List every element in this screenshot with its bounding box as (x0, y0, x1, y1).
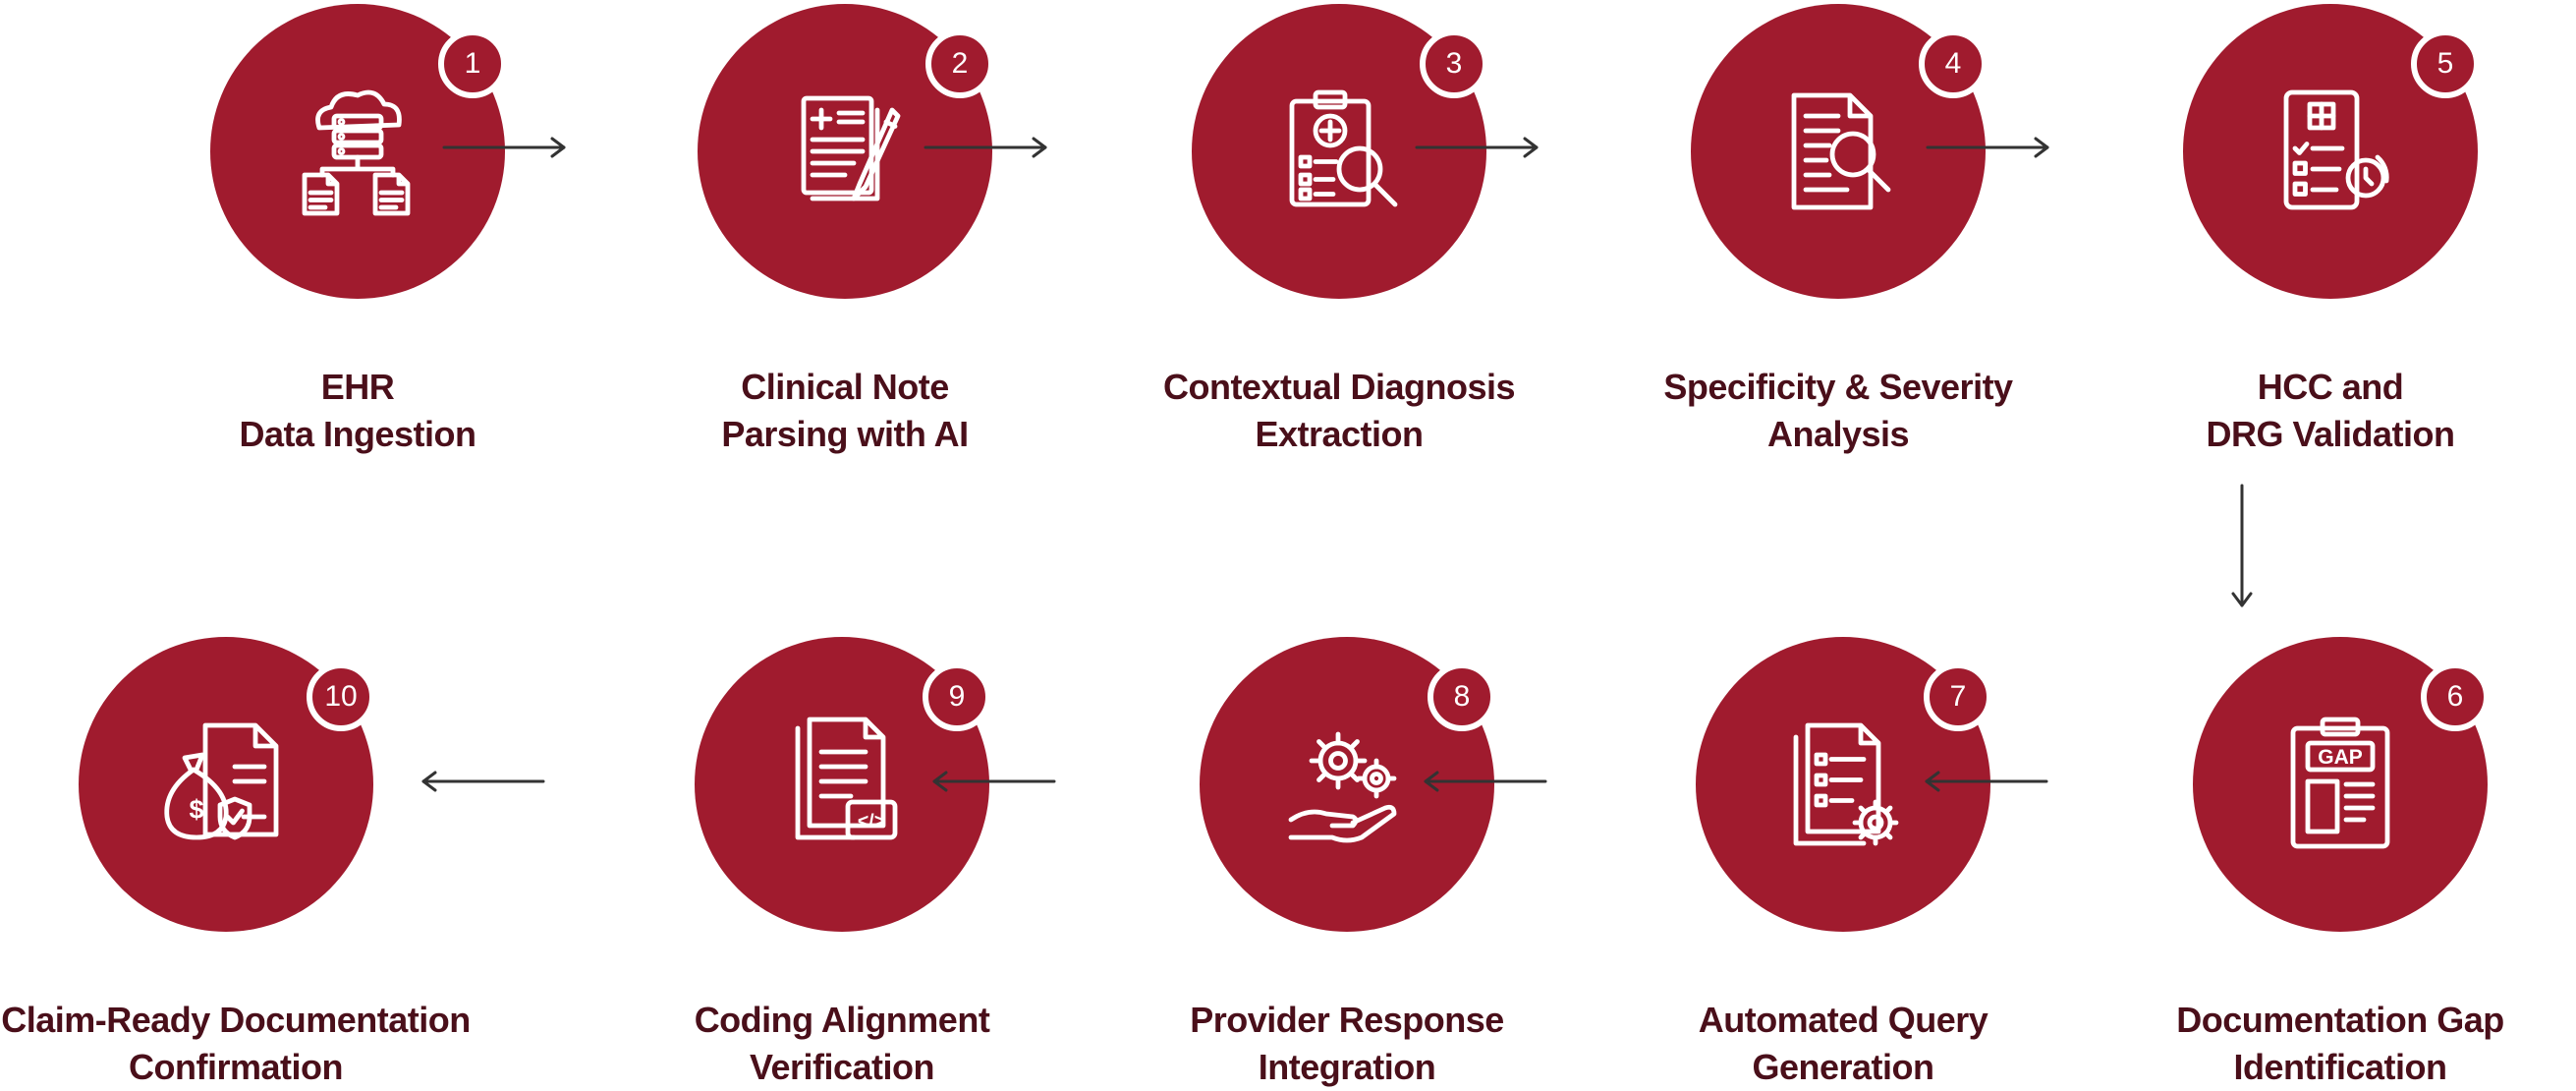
gap-text: GAP (2318, 746, 2363, 769)
step-number-badge: 3 (1420, 29, 1488, 98)
step-label-line: Specificity & Severity (1663, 367, 2013, 407)
step-label-line: Integration (1258, 1047, 1436, 1087)
money-bag-shield-document-icon: $ (164, 722, 279, 840)
arrow-left (1925, 771, 2048, 792)
gap-clipboard-icon: GAP (2290, 717, 2390, 849)
step-label-line: Confirmation (129, 1047, 343, 1087)
step-2: 2 Clinical Note Parsing with AI (609, 0, 1081, 454)
step-6: GAP 6 Documentation Gap Identification (2104, 0, 2576, 1087)
step-number-badge: 8 (1428, 662, 1496, 731)
step-5: 5 HCC and DRG Validation (2095, 0, 2566, 454)
process-flow-diagram: 1 EHR Data Ingestion 2 Clinical Note Par… (0, 0, 2504, 1087)
step-number-badge: 4 (1919, 29, 1988, 98)
step-label-line: DRG Validation (2206, 414, 2455, 454)
step-number-badge: 2 (925, 29, 994, 98)
step-number-badge: 5 (2411, 29, 2480, 98)
documents-gear-icon (1793, 722, 1899, 846)
step-label: Clinical Note Parsing with AI (609, 364, 1081, 458)
arrow-left (1424, 771, 1547, 792)
step-label: Contextual Diagnosis Extraction (1103, 364, 1575, 458)
arrow-right (442, 137, 566, 158)
step-label-line: HCC and (2257, 367, 2404, 407)
arrow-left (932, 771, 1056, 792)
step-label-line: Verification (749, 1047, 935, 1087)
step-label-line: Claim-Ready Documentation (1, 1000, 471, 1040)
step-10: $ 10 Claim-Ready Documentation Confirmat… (0, 0, 472, 1087)
step-number-badge: 1 (438, 29, 507, 98)
arrow-left (421, 771, 545, 792)
step-label-line: Identification (2233, 1047, 2448, 1087)
medical-notes-pen-icon (801, 95, 901, 201)
step-circle (1200, 637, 1494, 932)
step-number-badge: 6 (2421, 662, 2490, 731)
cloud-server-documents-icon (302, 89, 411, 216)
step-1: 1 EHR Data Ingestion (122, 0, 593, 454)
step-label-line: Extraction (1255, 414, 1424, 454)
step-label-line: Provider Response (1190, 1000, 1504, 1040)
step-label-line: Generation (1752, 1047, 1934, 1087)
step-label: Coding Alignment Verification (606, 997, 1078, 1091)
step-label-line: Parsing with AI (721, 414, 969, 454)
dollar-text: $ (189, 795, 203, 825)
document-magnifier-icon (1791, 92, 1891, 210)
documents-code-icon: </> (795, 717, 898, 840)
step-label-line: Data Ingestion (239, 414, 476, 454)
step-label: Documentation Gap Identification (2104, 997, 2576, 1091)
arrow-right (1415, 137, 1539, 158)
arrow-down (2231, 484, 2253, 607)
step-7: 7 Automated Query Generation (1607, 0, 2079, 1087)
step-label-line: EHR (320, 367, 395, 407)
step-4: 4 Specificity & Severity Analysis (1602, 0, 2074, 454)
step-9: </> 9 Coding Alignment Verification (606, 0, 1078, 1087)
step-label-line: Documentation Gap (2176, 1000, 2504, 1040)
code-text: </> (858, 811, 885, 833)
step-label: Specificity & Severity Analysis (1602, 364, 2074, 458)
step-label-line: Automated Query (1698, 1000, 1988, 1040)
step-number-badge: 10 (307, 662, 375, 731)
step-label-line: Contextual Diagnosis (1162, 367, 1516, 407)
step-label: Automated Query Generation (1607, 997, 2079, 1091)
arrow-right (924, 137, 1047, 158)
step-label: Provider Response Integration (1111, 997, 1583, 1091)
step-number-badge: 9 (923, 662, 991, 731)
step-label: HCC and DRG Validation (2095, 364, 2566, 458)
step-label-line: Coding Alignment (694, 1000, 990, 1040)
step-label-line: Clinical Note (741, 367, 949, 407)
step-label-line: Analysis (1766, 414, 1910, 454)
step-label: EHR Data Ingestion (122, 364, 593, 458)
step-label: Claim-Ready Documentation Confirmation (0, 997, 472, 1091)
clipboard-magnifier-icon (1289, 89, 1398, 207)
step-number-badge: 7 (1924, 662, 1992, 731)
hand-gears-icon (1288, 731, 1397, 843)
step-8: 8 Provider Response Integration (1111, 0, 1583, 1087)
step-3: 3 Contextual Diagnosis Extraction (1103, 0, 1575, 454)
arrow-right (1926, 137, 2049, 158)
medical-checklist-clock-icon (2283, 89, 2389, 210)
